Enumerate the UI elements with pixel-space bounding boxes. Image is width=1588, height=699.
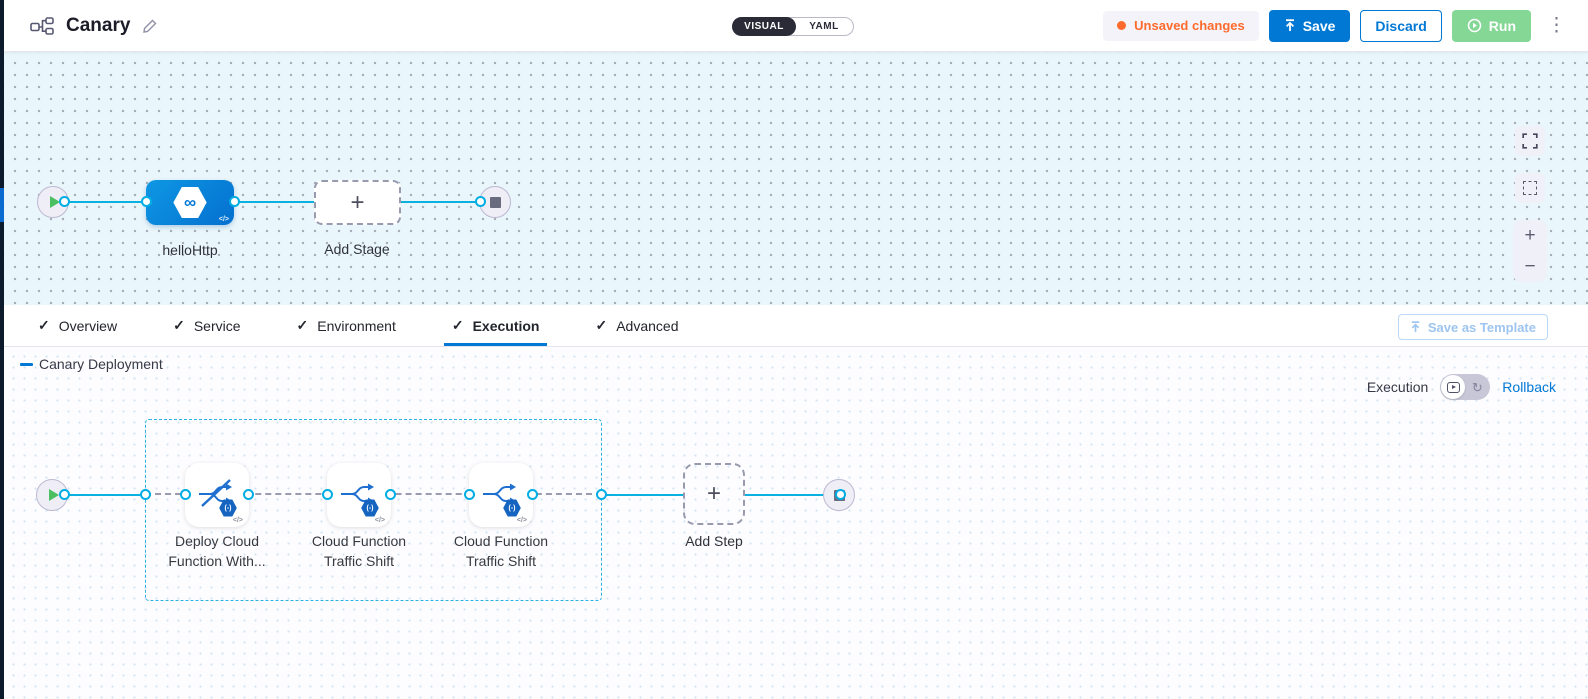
stage-hexagon-icon: ∞ xyxy=(173,186,207,219)
add-step-label: Add Step xyxy=(685,533,743,549)
more-options-icon[interactable]: ⋮ xyxy=(1547,15,1566,36)
multi-select-button[interactable] xyxy=(1515,173,1545,203)
step-label: Cloud Function Traffic Shift xyxy=(453,533,549,569)
fullscreen-button[interactable] xyxy=(1515,126,1545,156)
execution-canvas[interactable]: Execution ↻ Rollback Canary Deployment xyxy=(4,347,1588,699)
group-title-label: Canary Deployment xyxy=(39,356,163,372)
connector-dot xyxy=(464,489,475,500)
tab-execution[interactable]: ✓ Execution xyxy=(443,305,548,346)
stage-connector-line xyxy=(52,201,495,203)
pipeline-header: Canary VISUAL YAML Unsaved changes Save … xyxy=(4,0,1588,52)
stage-canvas[interactable]: ∞ </> helloHttp + Add Stage + − xyxy=(4,52,1588,305)
toggle-visual[interactable]: VISUAL xyxy=(732,17,796,36)
unsaved-changes-label: Unsaved changes xyxy=(1134,18,1245,33)
execution-start-node[interactable] xyxy=(36,479,68,511)
unsaved-dot-icon xyxy=(1117,21,1127,30)
run-button[interactable]: Run xyxy=(1451,9,1531,42)
zoom-controls: + − xyxy=(1513,220,1547,282)
step-connector-line xyxy=(602,494,683,496)
execution-mode-icon xyxy=(1446,381,1460,393)
cloud-function-badge-icon: (-) xyxy=(503,499,521,517)
template-upload-icon xyxy=(1411,321,1420,333)
execution-rollback-toggle[interactable]: ↻ xyxy=(1440,374,1491,400)
connector-dot xyxy=(140,489,151,500)
connector-dot xyxy=(475,196,486,207)
add-stage-label: Add Stage xyxy=(324,241,390,257)
check-icon: ✓ xyxy=(451,317,464,333)
check-icon: ✓ xyxy=(296,317,309,333)
fullscreen-icon xyxy=(1522,133,1538,149)
connector-dot xyxy=(141,196,152,207)
connector-dot xyxy=(59,489,70,500)
plus-icon: + xyxy=(350,188,365,216)
step-deploy-cloud-function[interactable]: (-) </> xyxy=(185,463,249,527)
tab-advanced[interactable]: ✓ Advanced xyxy=(595,317,679,334)
check-icon: ✓ xyxy=(595,317,608,333)
step-code-icon: </> xyxy=(232,517,243,524)
marquee-select-icon xyxy=(1523,181,1537,195)
execution-label: Execution xyxy=(1366,379,1429,395)
save-button[interactable]: Save xyxy=(1268,9,1351,42)
start-play-icon xyxy=(48,489,59,501)
connector-dot xyxy=(180,489,191,500)
step-traffic-shift-2[interactable]: (-) </> xyxy=(469,463,533,527)
step-traffic-shift-1[interactable]: (-) </> xyxy=(327,463,391,527)
tab-service[interactable]: ✓ Service xyxy=(173,317,241,334)
toggle-execution-segment[interactable] xyxy=(1441,375,1466,399)
collapse-group-icon[interactable] xyxy=(20,362,33,366)
check-icon: ✓ xyxy=(173,317,185,333)
connector-dot xyxy=(59,196,70,207)
rollback-link[interactable]: Rollback xyxy=(1502,379,1556,395)
run-play-icon xyxy=(1467,18,1482,33)
stage-code-icon: </> xyxy=(218,216,229,223)
cloud-function-badge-icon: (-) xyxy=(219,499,237,517)
rollback-mode-icon: ↻ xyxy=(1471,379,1483,395)
unsaved-changes-badge: Unsaved changes xyxy=(1103,10,1259,41)
stage-label: helloHttp xyxy=(162,242,218,258)
connector-dot xyxy=(527,489,538,500)
stage-node-hellohttp[interactable]: ∞ </> xyxy=(146,180,234,225)
connector-dot xyxy=(596,489,607,500)
connector-dot xyxy=(835,489,846,500)
start-play-icon xyxy=(49,196,60,208)
toggle-rollback-segment[interactable]: ↻ xyxy=(1465,375,1489,399)
step-label: Cloud Function Traffic Shift xyxy=(311,533,407,569)
connector-dot xyxy=(243,489,254,500)
toggle-yaml[interactable]: YAML xyxy=(809,21,839,32)
sidebar-active-marker xyxy=(0,188,4,222)
step-connector-line xyxy=(52,494,145,496)
canary-deployment-group[interactable] xyxy=(145,419,602,601)
step-code-icon: </> xyxy=(374,517,385,524)
stop-square-icon xyxy=(489,196,501,208)
save-as-template-button[interactable]: Save as Template xyxy=(1397,314,1548,340)
stage-tabbar: ✓ Overview ✓ Service ✓ Environment ✓ Exe… xyxy=(4,305,1588,347)
zoom-out-button[interactable]: − xyxy=(1524,256,1536,277)
collapsed-sidebar-strip xyxy=(0,0,4,699)
upload-icon xyxy=(1285,19,1294,31)
step-code-icon: </> xyxy=(516,517,527,524)
edit-title-icon[interactable] xyxy=(142,18,158,34)
visual-yaml-toggle[interactable]: VISUAL YAML xyxy=(732,17,854,36)
step-label: Deploy Cloud Function With... xyxy=(168,533,266,569)
check-icon: ✓ xyxy=(38,317,50,333)
connector-dot xyxy=(385,489,396,500)
add-stage-button[interactable]: + xyxy=(314,180,401,225)
discard-button[interactable]: Discard xyxy=(1360,9,1442,42)
page-title: Canary xyxy=(66,14,131,36)
pipeline-icon xyxy=(30,16,54,35)
connector-dot xyxy=(229,196,240,207)
plus-icon: + xyxy=(706,480,721,507)
step-connector-line xyxy=(745,494,841,496)
tab-overview[interactable]: ✓ Overview xyxy=(38,317,118,334)
connector-dot xyxy=(322,489,333,500)
add-step-button[interactable]: + xyxy=(683,463,745,525)
zoom-in-button[interactable]: + xyxy=(1524,225,1536,246)
cloud-function-badge-icon: (-) xyxy=(361,499,379,517)
tab-environment[interactable]: ✓ Environment xyxy=(296,317,396,334)
